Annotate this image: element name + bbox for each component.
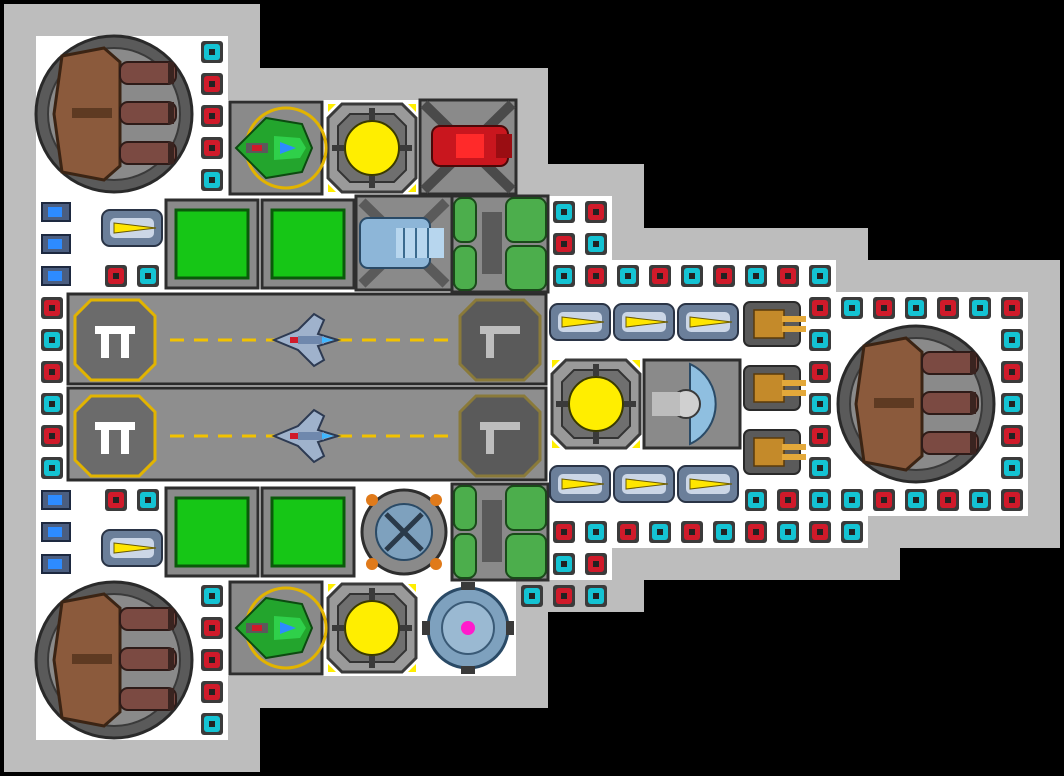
top-left-turret[interactable] [34,34,194,194]
runway-lower[interactable] [66,386,548,482]
gun-column-orange[interactable] [743,301,807,475]
reactor-center[interactable] [550,358,642,450]
bottom-left-turret[interactable] [34,580,194,740]
hangar-4[interactable] [260,486,356,578]
gun-row-lower[interactable] [549,465,739,503]
blue-cannon[interactable] [354,194,454,292]
reactor-top[interactable] [326,102,418,194]
hangar-2[interactable] [260,198,356,290]
hangar-1[interactable] [164,198,260,290]
right-turret[interactable] [836,324,996,484]
gun-left-lower[interactable] [101,529,163,567]
hangar-3[interactable] [164,486,260,578]
green-fighter-bottom[interactable] [228,580,328,676]
fuel-tanks-top[interactable] [450,194,550,294]
gun-left-upper[interactable] [101,209,163,247]
thruster-ports-lower[interactable] [41,490,71,574]
fuel-tanks-bottom[interactable] [450,482,550,582]
gun-row-upper[interactable] [549,303,739,341]
thruster-ports-upper[interactable] [41,202,71,286]
runway-upper[interactable] [66,292,548,386]
green-fighter-top[interactable] [228,100,328,196]
shield-generator[interactable] [360,488,448,576]
red-cannon[interactable] [418,98,518,196]
reactor-bottom[interactable] [326,582,418,674]
cockpit-dome[interactable] [642,358,742,450]
sensor-array[interactable] [422,582,514,674]
